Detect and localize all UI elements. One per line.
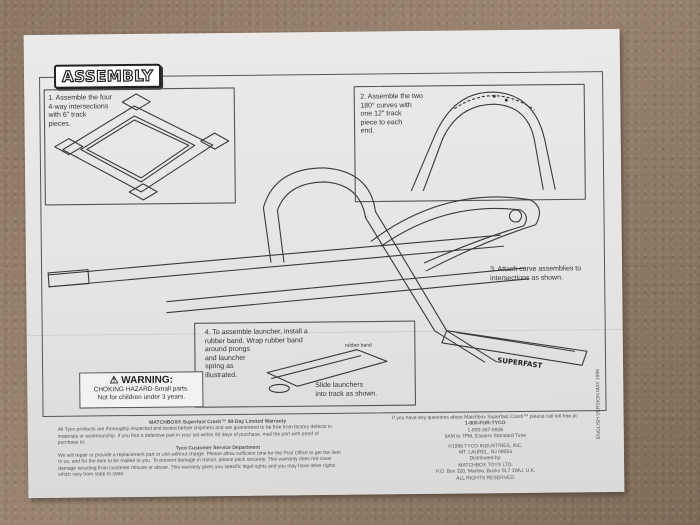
step5-line: into track as shown. — [315, 389, 378, 398]
step4-line: illustrated. — [205, 371, 238, 379]
launcher-body — [266, 349, 388, 387]
step2-panel — [353, 83, 586, 203]
curve-outer — [410, 91, 556, 192]
u-loop-inner — [276, 181, 486, 363]
intersection-piece — [54, 138, 84, 156]
long-track-top — [48, 234, 501, 276]
intersection-piece — [200, 132, 230, 150]
step2-line: end. — [360, 127, 375, 135]
right-curve-inner — [380, 207, 527, 264]
long-track-bottom — [166, 267, 527, 303]
version-note: ENGLISH VERSION MAY 1996 — [595, 368, 602, 440]
step3-line: intersections as shown. — [490, 273, 563, 282]
intersection-diamond-inner — [80, 115, 196, 183]
step1-line: 1. Assemble the four — [48, 94, 113, 102]
step1-line: pieces. — [48, 120, 71, 128]
main-launcher — [441, 330, 588, 366]
contact-info: If you have any questions about Matchbox… — [378, 413, 594, 482]
warranty-text: MATCHBOX® Superfast Crash™ 90-Day Limite… — [58, 417, 379, 478]
step3-text: 3. Attach curve assemblies to intersecti… — [490, 265, 581, 283]
contact-line: 9AM to 7PM, Eastern Standard Time — [444, 433, 527, 440]
warning-title-text: WARNING: — [121, 374, 173, 387]
curve-inner — [422, 103, 544, 192]
rubber-band-callout: rubber band — [345, 343, 372, 349]
warning-line: Not for children under 3 years. — [97, 392, 186, 401]
right-curve-outer — [370, 196, 541, 272]
step2-line: 2. Assemble the two — [360, 92, 423, 101]
step1-panel — [43, 87, 236, 206]
instruction-sheet: ASSEMBLY — [23, 28, 625, 499]
step4-text: 4. To assemble launcher, install a rubbe… — [205, 328, 309, 380]
intersection-piece — [121, 93, 151, 111]
rubber-band — [268, 383, 290, 394]
step5-text: Slide launchers into track as shown. — [315, 381, 377, 399]
warning-triangle-icon: ⚠ — [109, 375, 122, 387]
step4-panel — [194, 320, 417, 408]
curve-hub — [508, 209, 523, 223]
step1-line: 4-way intersections — [48, 102, 109, 111]
step3-line: 3. Attach curve assemblies to — [490, 265, 582, 274]
track-assembly-illustration: SUPERFAST rubber band — [43, 83, 588, 408]
intersection-piece — [128, 183, 158, 201]
step1-text: 1. Assemble the four 4-way intersections… — [48, 94, 112, 129]
u-loop-outer — [262, 167, 498, 363]
step2-text: 2. Assemble the two 180° curves with one… — [360, 93, 423, 136]
choking-hazard-warning: ⚠ WARNING: CHOKING HAZARD-Small parts. N… — [79, 371, 204, 409]
step4-line: rubber band. Wrap rubber band — [204, 336, 303, 345]
intersection-diamond-outer — [62, 105, 214, 193]
